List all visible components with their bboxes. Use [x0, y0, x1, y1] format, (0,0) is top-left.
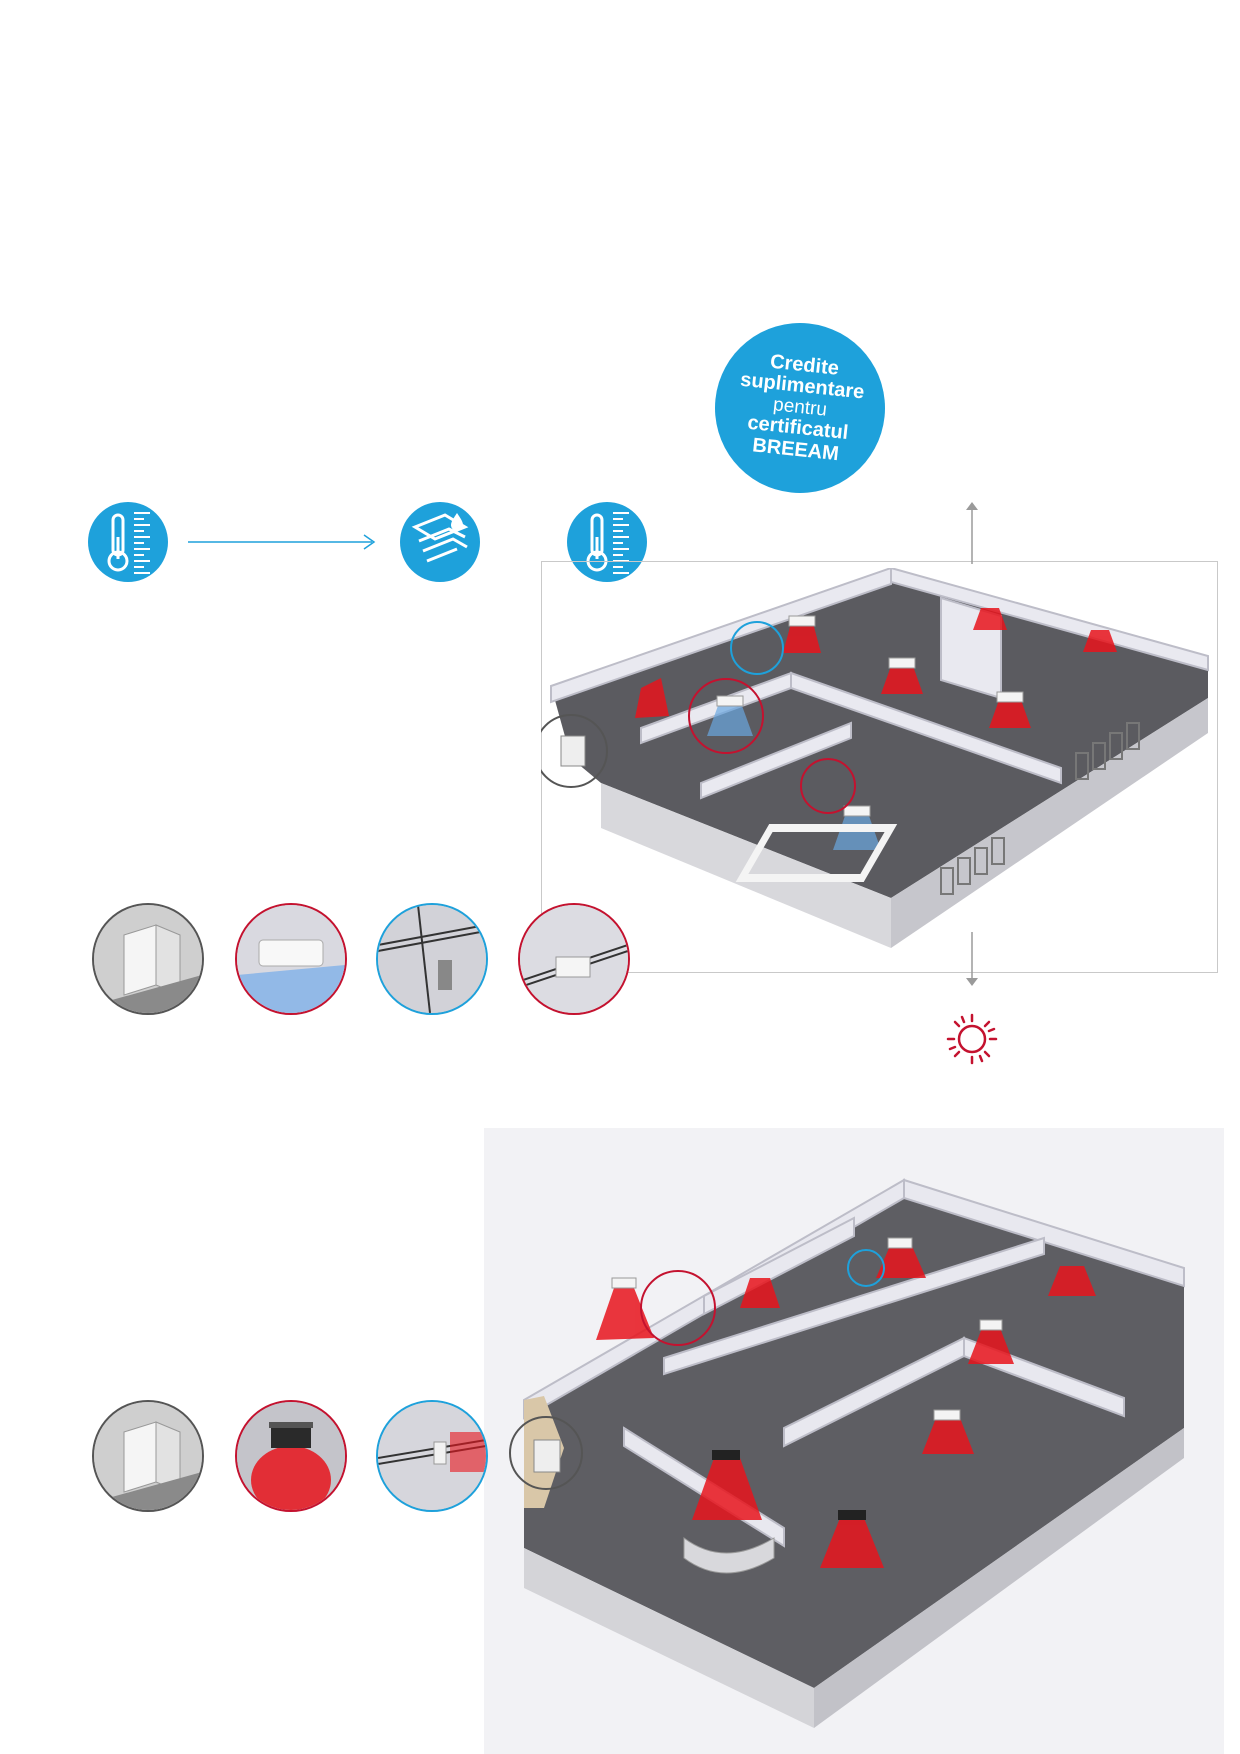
sun-icon: [946, 1013, 998, 1065]
branch-box-thumb: [518, 903, 630, 1015]
building-illustration-2: [484, 1128, 1224, 1754]
outdoor-unit-thumb: [92, 903, 204, 1015]
ceiling-unit-thumb: [235, 1400, 347, 1512]
down-arrow: [966, 932, 978, 986]
building-illustration-1: [541, 568, 1209, 948]
flow-arrow: [188, 534, 376, 550]
floor-heating-water-icon: [400, 502, 480, 582]
outdoor-unit-thumb-2: [92, 1400, 204, 1512]
piping-branch-thumb: [376, 1400, 488, 1512]
cassette-unit-thumb: [235, 903, 347, 1015]
diagram-frame: [541, 561, 1218, 973]
thermometer-icon-2: [567, 502, 647, 582]
up-arrow: [966, 502, 978, 564]
breeam-badge: Credite suplimentare pentru certificatul…: [706, 314, 894, 502]
thermometer-icon: [88, 502, 168, 582]
piping-junction-thumb: [376, 903, 488, 1015]
